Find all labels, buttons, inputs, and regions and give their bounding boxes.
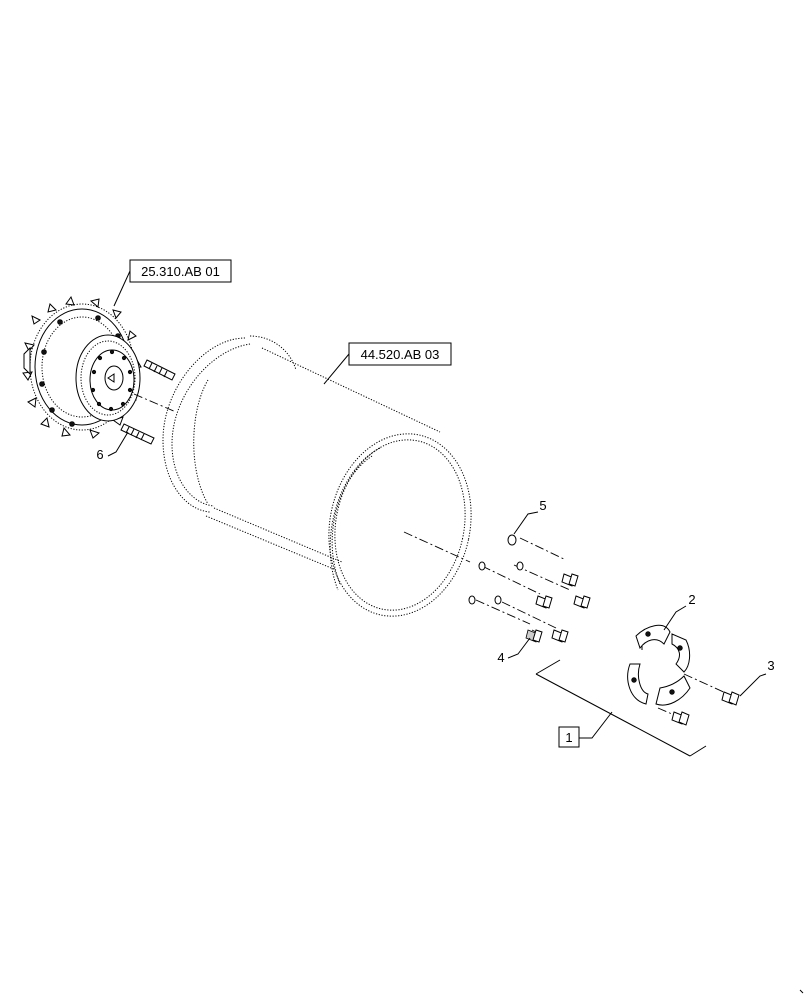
ref-box-wheel[interactable]: 44.520.AB 03 — [348, 342, 452, 366]
kit-bracket — [535, 659, 707, 757]
bolt-b — [573, 595, 591, 609]
ref-label-kit: 1 — [565, 730, 572, 745]
ref-label-wheel: 44.520.AB 03 — [361, 347, 440, 362]
weight-bolt-lower — [671, 711, 690, 726]
bolt-d — [551, 629, 569, 643]
mounting-bolts — [468, 534, 591, 643]
washer-5 — [507, 534, 517, 546]
callout-5: 5 — [539, 498, 546, 513]
ref-box-kit[interactable]: 1 — [558, 726, 580, 748]
ref-box-hub[interactable]: 25.310.AB 01 — [129, 259, 232, 283]
callout-4: 4 — [497, 650, 504, 665]
wheel-stud-upper — [143, 359, 176, 381]
stud-holes — [90, 349, 133, 412]
callout-6: 6 — [96, 447, 103, 462]
callout-2: 2 — [688, 592, 695, 607]
bolt-a — [561, 573, 579, 587]
corner-mark — [799, 989, 804, 994]
callout-3: 3 — [767, 658, 774, 673]
wheel-rim — [162, 335, 472, 617]
ref-label-hub: 25.310.AB 01 — [141, 264, 220, 279]
final-drive-hub — [22, 295, 142, 439]
wheel-stud-lower — [120, 423, 155, 445]
ballast-segments — [627, 624, 691, 706]
weight-bolt-3 — [721, 691, 740, 706]
flange-bolt-holes — [39, 315, 121, 427]
bolt-c — [535, 595, 553, 609]
